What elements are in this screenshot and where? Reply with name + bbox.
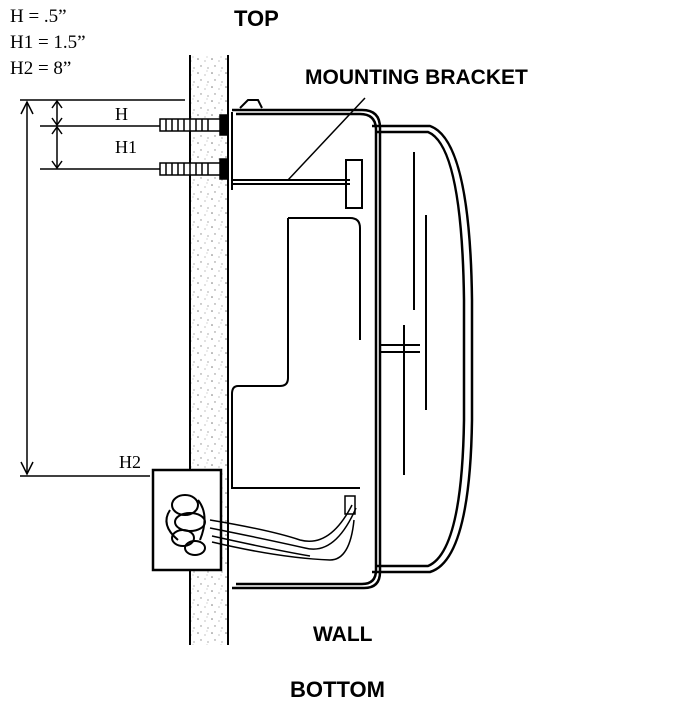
bracket-leader-line	[287, 97, 366, 181]
dim-h2-label: H2	[119, 452, 141, 472]
wall-label: WALL	[313, 623, 373, 646]
internal-parts	[231, 152, 427, 489]
top-label: TOP	[234, 6, 279, 31]
junction-box	[151, 468, 223, 572]
wires	[209, 495, 357, 561]
screw-lower	[159, 158, 229, 180]
screw-upper	[159, 114, 229, 136]
dim-h1-label: H1	[115, 137, 137, 157]
bottom-label: BOTTOM	[290, 677, 385, 702]
mounting-bracket	[227, 99, 350, 190]
dim-h-label: H	[115, 104, 128, 124]
legend-h: H = .5”	[10, 6, 67, 27]
legend-h1: H1 = 1.5”	[10, 32, 86, 53]
mounting-bracket-label: MOUNTING BRACKET	[305, 66, 528, 89]
legend-h2: H2 = 8”	[10, 58, 72, 79]
front-cover	[372, 124, 474, 574]
housing	[232, 108, 382, 590]
